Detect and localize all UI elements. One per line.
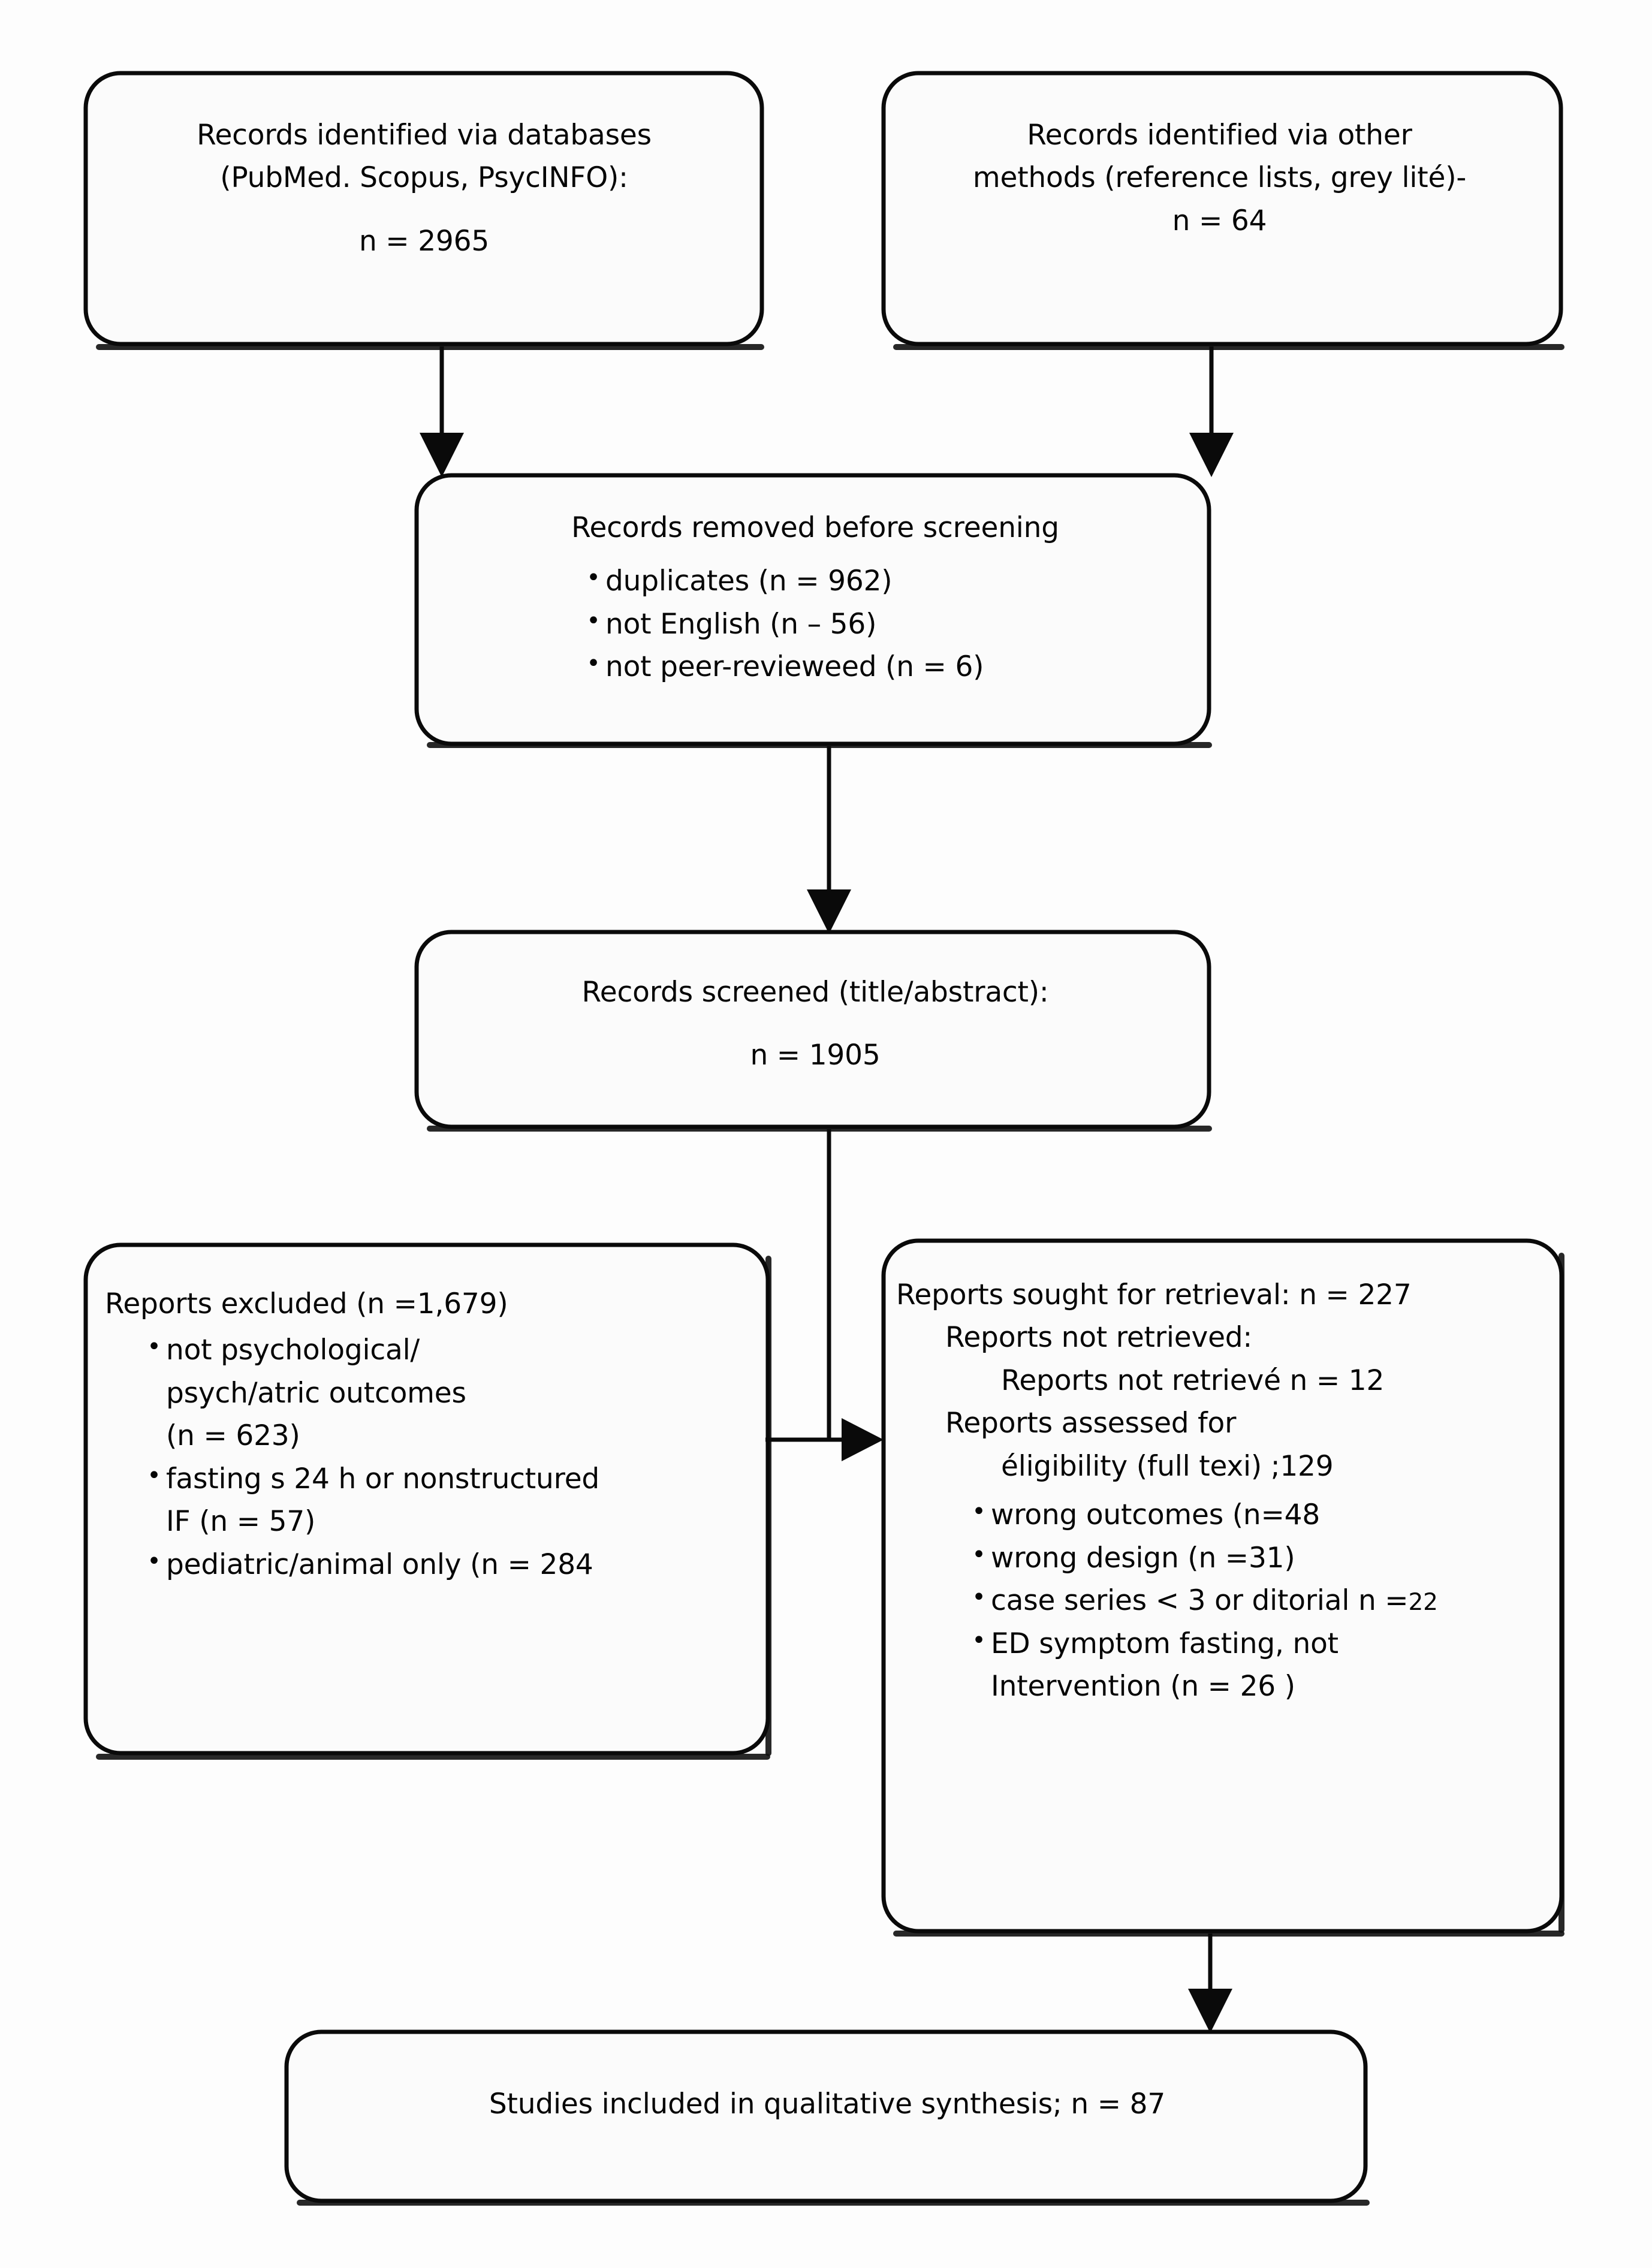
sought-bullet-3-count: 22 [1408, 1589, 1438, 1616]
connector-removed-to-screened [807, 746, 851, 934]
sought-line-4: Reports assessed for [945, 1407, 1237, 1440]
sought-line-2: Reports not retrieved: [945, 1321, 1253, 1355]
excluded-b2-l2: IF (n = 57) [166, 1505, 316, 1539]
removed-bullet-2: not English (n – 56) [605, 607, 877, 641]
box-studies-included [284, 2029, 1368, 2203]
bullet-dot-icon: • [972, 1626, 986, 1654]
excluded-heading: Reports excluded (n =1,679) [105, 1287, 508, 1320]
list-item: • wrong design (n =31) [967, 1537, 1555, 1579]
db-count: n = 2965 [358, 224, 490, 258]
box-records-identified-other-methods [881, 71, 1563, 346]
sought-line-5: éligibility (full texi) ;129 [1001, 1449, 1334, 1483]
excluded-b1-l1: not psychological/ [166, 1334, 420, 1367]
bullet-dot-icon: • [586, 650, 601, 678]
sought-bullet-list: • wrong outcomes (n=48 • wrong design (n… [896, 1494, 1555, 1708]
sought-bullet-2: wrong design (n =31) [991, 1541, 1295, 1575]
box-reports-excluded [83, 1242, 770, 1756]
list-item: • not psychological/ psych/atric outcome… [142, 1329, 758, 1457]
removed-bullet-list: • duplicates (n = 962) • not English (n … [426, 560, 1205, 688]
list-item: • ED symptom fasting, not Intervention (… [967, 1622, 1555, 1708]
excluded-b3-l1: pediatric/animal only (n = 284 [166, 1548, 593, 1581]
excluded-b1-l3: (n = 623) [166, 1419, 300, 1453]
list-item: • wrong outcomes (n=48 [967, 1494, 1555, 1536]
bullet-dot-icon: • [586, 607, 601, 635]
sought-line-1: Reports sought for retrieval: n = 227 [896, 1278, 1412, 1311]
box-reports-sought-for-retrieval [881, 1238, 1564, 1934]
list-item: • fasting s 24 h or nonstructured IF (n … [142, 1458, 758, 1543]
box-records-identified-databases [83, 71, 764, 346]
db-line-2: (PubMed. Scopus, PsycINFO): [220, 161, 628, 195]
list-item: • not peer-revieweed (n = 6) [581, 646, 1205, 688]
bullet-dot-icon: • [972, 1498, 986, 1526]
bullet-dot-icon: • [586, 564, 601, 592]
sought-bullet-4: ED symptom fasting, not [991, 1627, 1339, 1660]
records-screened-text: Records screened (title/abstract): n = 1… [426, 971, 1205, 1077]
studies-included-text: Studies included in qualitative synthesi… [297, 2083, 1358, 2125]
reports-sought-text: Reports sought for retrieval: n = 227 Re… [896, 1274, 1555, 1708]
excluded-b1-l2: psych/atric outcomes [166, 1376, 466, 1410]
reports-excluded-text: Reports excluded (n =1,679) • not psycho… [105, 1283, 758, 1586]
connector-other-to-removed [1189, 346, 1234, 477]
connector-databases-to-removed [420, 346, 464, 477]
bullet-dot-icon: • [147, 1461, 161, 1489]
records-identified-other-methods-text: Records identified via other methods (re… [882, 114, 1557, 242]
db-line-1: Records identified via databases [197, 119, 652, 152]
list-item: • duplicates (n = 962) [581, 560, 1205, 602]
records-removed-text: Records removed before screening • dupli… [426, 506, 1205, 689]
other-count: n = 64 [1172, 204, 1267, 237]
sought-bullet-4-cont: Intervention (n = 26 ) [991, 1669, 1295, 1703]
box-records-removed-before-screening [414, 473, 1211, 746]
bullet-dot-icon: • [147, 1547, 161, 1575]
screened-line-1: Records screened (title/abstract): [581, 976, 1049, 1009]
bullet-dot-icon: • [147, 1333, 161, 1361]
list-item: • not English (n – 56) [581, 603, 1205, 646]
excluded-b2-l1: fasting s 24 h or nonstructured [166, 1462, 600, 1495]
included-line-1: Studies included in qualitative synthesi… [489, 2088, 1166, 2121]
screened-count: n = 1905 [750, 1039, 881, 1072]
sought-line-3: Reports not retrievé n = 12 [1001, 1364, 1385, 1397]
removed-bullet-3: not peer-revieweed (n = 6) [605, 650, 984, 684]
records-identified-databases-text: Records identified via databases (PubMed… [93, 114, 755, 263]
connector-sought-to-included [1188, 1934, 1232, 2033]
bullet-dot-icon: • [972, 1540, 986, 1569]
other-line-2: methods (reference lists, grey lité)- [972, 161, 1467, 195]
connector-screened-to-sought [765, 1129, 884, 1461]
removed-heading: Records removed before screening [571, 511, 1059, 544]
list-item: • pediatric/animal only (n = 284 [142, 1543, 758, 1586]
box-records-screened [414, 930, 1211, 1129]
list-item: • case series < 3 or ditorial n =22 [967, 1579, 1555, 1622]
excluded-bullet-list: • not psychological/ psych/atric outcome… [105, 1329, 758, 1586]
sought-bullet-1: wrong outcomes (n=48 [991, 1498, 1321, 1532]
bullet-dot-icon: • [972, 1584, 986, 1612]
removed-bullet-1: duplicates (n = 962) [605, 565, 893, 598]
other-line-1: Records identified via other [1027, 119, 1412, 152]
sought-bullet-3: case series < 3 or ditorial n = [991, 1584, 1409, 1618]
